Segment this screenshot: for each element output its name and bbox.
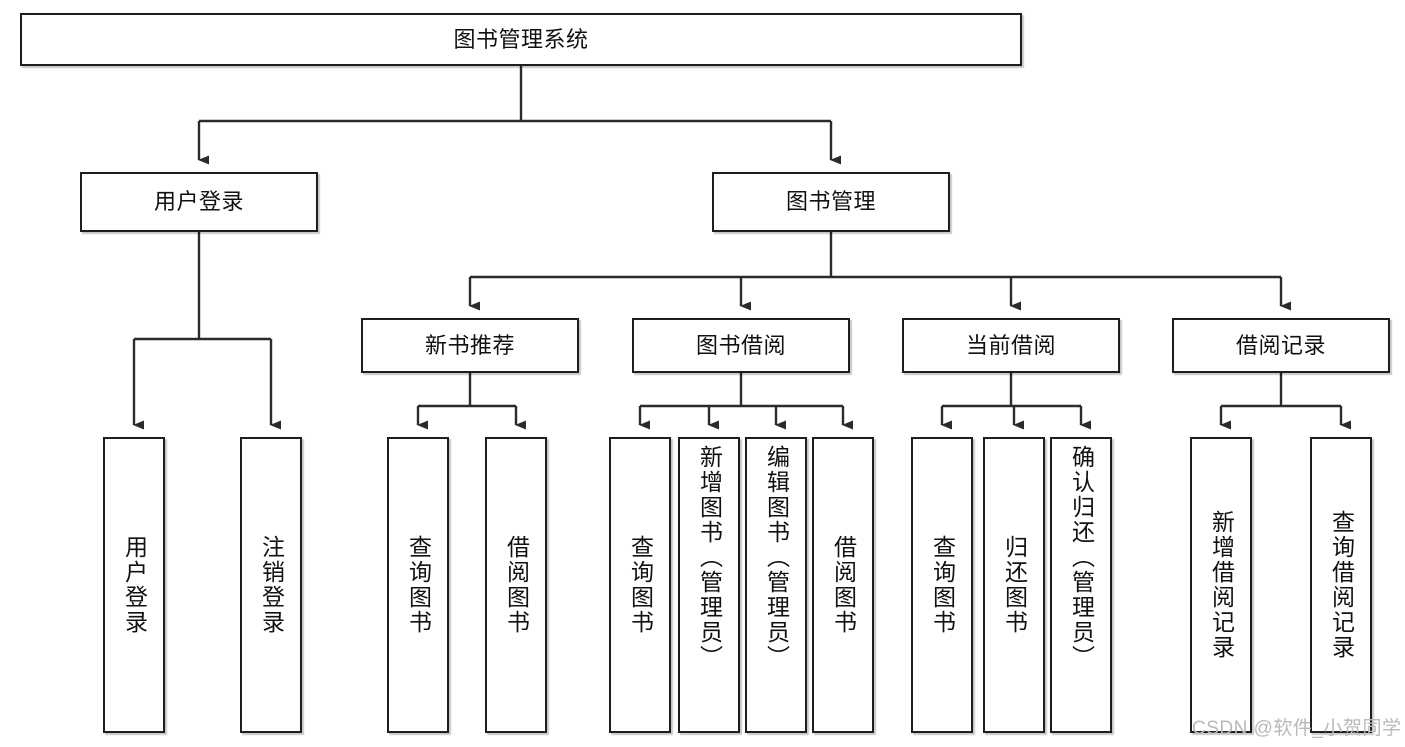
node-root[interactable]: 图书管理系统 bbox=[20, 13, 1022, 66]
node-leaf-c-return[interactable]: 归还图书 bbox=[983, 437, 1045, 733]
node-label: 查询图书 bbox=[405, 535, 432, 635]
node-label: 注销登录 bbox=[258, 535, 285, 635]
node-label: 新增图书（管理员） bbox=[696, 445, 723, 670]
node-borrow[interactable]: 图书借阅 bbox=[632, 318, 850, 373]
node-bookmgmt[interactable]: 图书管理 bbox=[712, 172, 950, 232]
node-leaf-r-add[interactable]: 新增借阅记录 bbox=[1190, 437, 1252, 733]
node-leaf-c-confirm[interactable]: 确认归还（管理员） bbox=[1050, 437, 1112, 733]
node-leaf-new-query[interactable]: 查询图书 bbox=[387, 437, 449, 733]
node-label: 当前借阅 bbox=[965, 332, 1056, 358]
node-label: 借阅图书 bbox=[830, 535, 857, 635]
node-label: 新增借阅记录 bbox=[1208, 510, 1235, 660]
node-leaf-b-edit[interactable]: 编辑图书（管理员） bbox=[745, 437, 807, 733]
node-label: 图书管理 bbox=[785, 189, 876, 215]
node-leaf-b-add[interactable]: 新增图书（管理员） bbox=[678, 437, 740, 733]
node-records[interactable]: 借阅记录 bbox=[1172, 318, 1390, 373]
node-label: 归还图书 bbox=[1001, 535, 1028, 635]
node-label: 借阅记录 bbox=[1235, 332, 1326, 358]
node-label: 查询借阅记录 bbox=[1328, 510, 1355, 660]
node-login[interactable]: 用户登录 bbox=[80, 172, 318, 232]
node-label: 用户登录 bbox=[153, 189, 244, 215]
node-label: 查询图书 bbox=[627, 535, 654, 635]
node-leaf-new-borrow[interactable]: 借阅图书 bbox=[485, 437, 547, 733]
node-leaf-r-query[interactable]: 查询借阅记录 bbox=[1310, 437, 1372, 733]
node-label: 图书管理系统 bbox=[453, 26, 589, 52]
node-leaf-c-query[interactable]: 查询图书 bbox=[911, 437, 973, 733]
node-label: 编辑图书（管理员） bbox=[763, 445, 790, 670]
node-newbooks[interactable]: 新书推荐 bbox=[361, 318, 579, 373]
node-label: 查询图书 bbox=[929, 535, 956, 635]
node-current[interactable]: 当前借阅 bbox=[902, 318, 1120, 373]
node-label: 借阅图书 bbox=[503, 535, 530, 635]
node-leaf-user-login[interactable]: 用户登录 bbox=[103, 437, 165, 733]
node-label: 新书推荐 bbox=[424, 332, 515, 358]
node-leaf-b-borrow[interactable]: 借阅图书 bbox=[812, 437, 874, 733]
node-label: 图书借阅 bbox=[695, 332, 786, 358]
node-label: 用户登录 bbox=[121, 535, 148, 635]
node-leaf-b-query[interactable]: 查询图书 bbox=[609, 437, 671, 733]
node-label: 确认归还（管理员） bbox=[1068, 445, 1095, 670]
node-leaf-user-logout[interactable]: 注销登录 bbox=[240, 437, 302, 733]
